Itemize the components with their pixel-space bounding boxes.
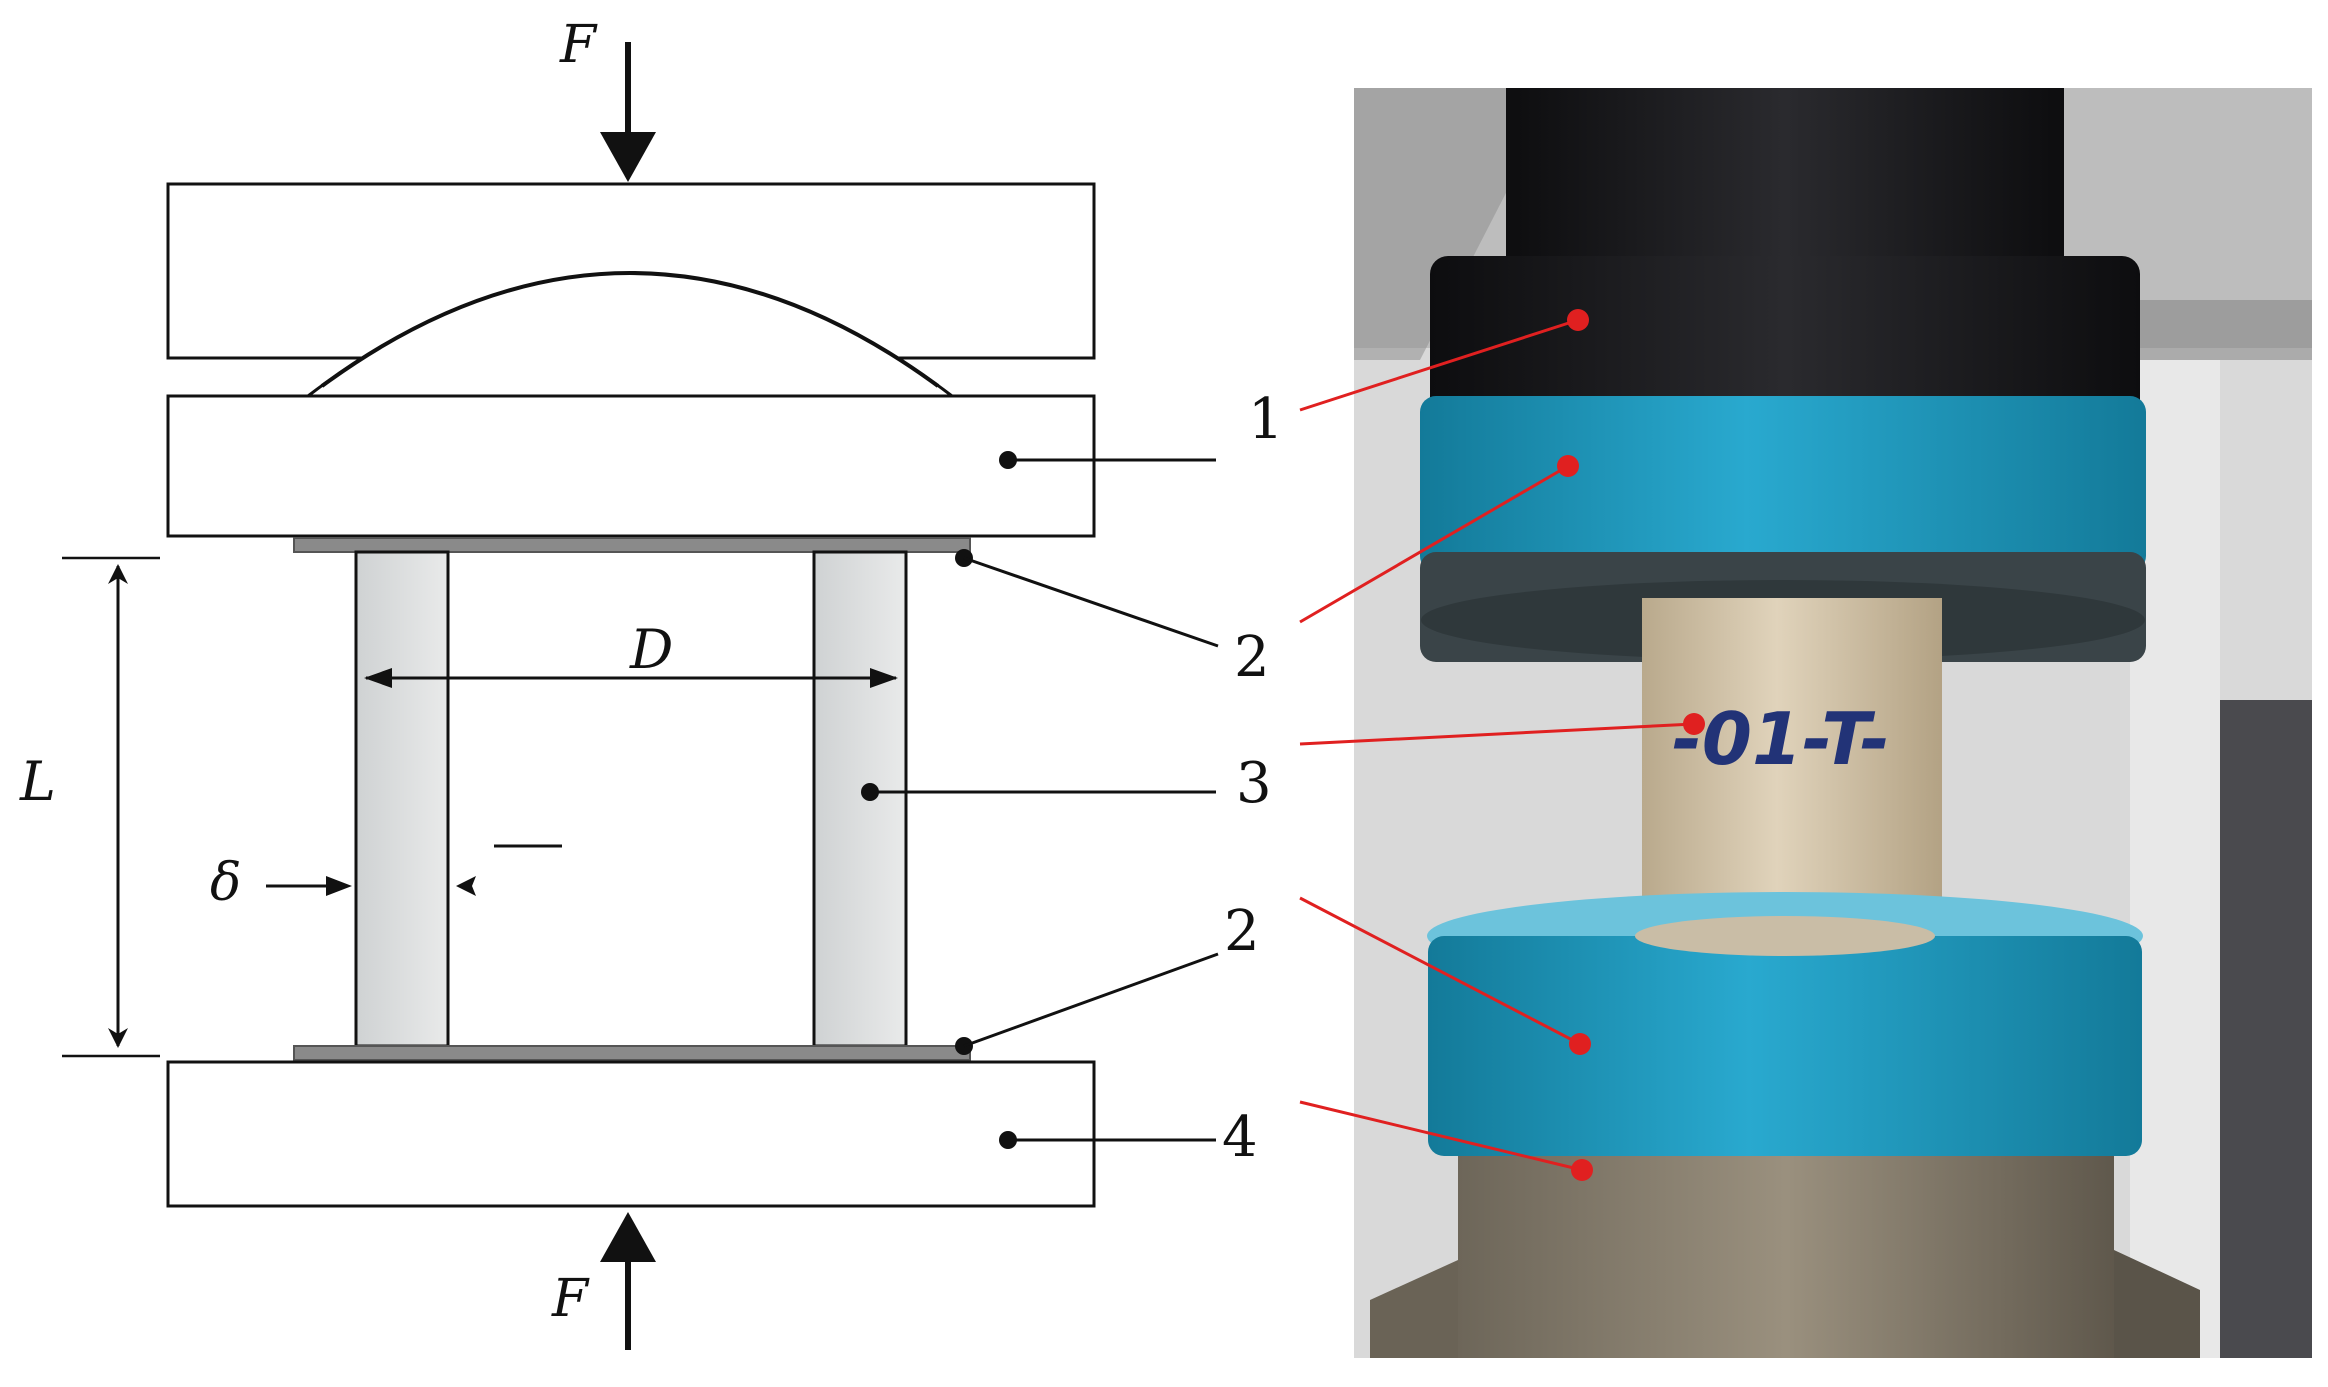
photo-specimen-marking: -01-T- xyxy=(1672,697,1890,781)
specimen-wall-right xyxy=(812,550,908,1048)
lower-pad xyxy=(293,1045,971,1061)
leader-line-2-upper xyxy=(963,556,1219,648)
photo-lower-platen xyxy=(1458,1156,2114,1358)
top-force-label: F xyxy=(559,15,598,75)
specimen-wall-left xyxy=(354,550,450,1048)
bottom-force-label: F xyxy=(551,1269,590,1329)
photo-leader-lines xyxy=(1299,309,1705,1181)
thickness-dimension xyxy=(266,844,562,896)
upper-platen xyxy=(166,394,1096,538)
length-dimension xyxy=(62,556,160,1058)
callout-label-2-upper: 2 xyxy=(1234,625,1270,690)
lower-platen xyxy=(166,1060,1096,1208)
leader-line-2-lower xyxy=(963,952,1219,1048)
thickness-label: δ xyxy=(210,853,241,913)
length-label: L xyxy=(19,750,56,813)
photo-upper-blue-ring xyxy=(1420,396,2146,572)
bottom-force-arrow xyxy=(600,1212,656,1350)
diameter-dimension xyxy=(364,668,898,688)
test-rig-photo: -01-T- xyxy=(1299,88,2312,1358)
schematic: F D L xyxy=(19,15,1219,1350)
callout-numbers: 1 2 3 2 4 xyxy=(1222,387,1284,1170)
photo-ram-column xyxy=(1506,88,2064,288)
callout-label-3: 3 xyxy=(1236,751,1272,816)
photo-lower-blue-ring xyxy=(1428,936,2142,1156)
upper-pad xyxy=(293,537,971,553)
top-force-arrow xyxy=(600,42,656,182)
callout-label-4: 4 xyxy=(1222,1105,1258,1170)
diameter-label: D xyxy=(629,618,673,681)
photo-specimen xyxy=(1642,598,1942,934)
callout-label-2-lower: 2 xyxy=(1224,899,1260,964)
callout-label-1: 1 xyxy=(1248,387,1284,452)
